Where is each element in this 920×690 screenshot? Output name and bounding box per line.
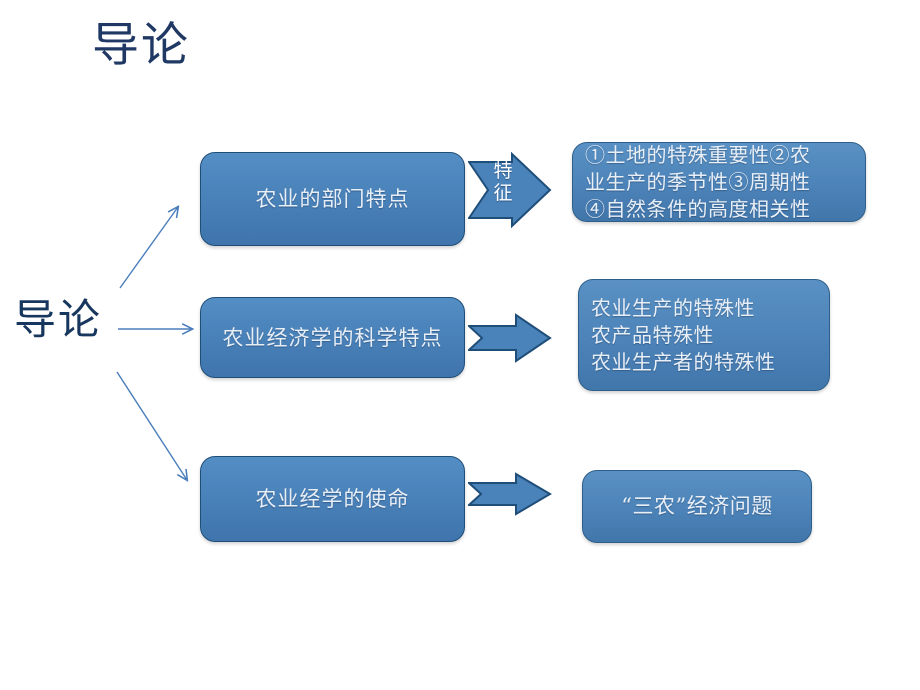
chevron-arrow-row3 (468, 472, 552, 516)
result-box-row3[interactable]: “三农”经济问题 (582, 470, 812, 543)
connector-line-row1 (119, 207, 178, 289)
topic-box-row1[interactable]: 农业的部门特点 (200, 152, 465, 246)
chevron-arrow-row1-char2: 征 (493, 182, 513, 204)
page-title: 导论 (92, 18, 190, 73)
result-box-row2[interactable]: 农业生产的特殊性 农产品特殊性 农业生产者的特殊性 (578, 279, 830, 391)
result-box-row3-line1: “三农”经济问题 (621, 494, 773, 518)
result-box-row1-line3: ④自然条件的高度相关性 (585, 196, 811, 221)
topic-box-row3-label: 农业经学的使命 (255, 487, 410, 511)
connector-line-row3 (116, 371, 187, 480)
topic-box-row2[interactable]: 农业经济学的科学特点 (200, 297, 465, 378)
topic-box-row2-label: 农业经济学的科学特点 (222, 325, 443, 350)
result-box-row1-line2: 业生产的季节性③周期性 (585, 169, 811, 194)
topic-box-row3[interactable]: 农业经学的使命 (200, 456, 465, 542)
root-node-label: 导论 (14, 295, 103, 344)
result-box-row2-line3: 农业生产者的特殊性 (591, 349, 776, 374)
result-box-row1-line1: ①土地的特殊重要性②农 (585, 142, 811, 167)
chevron-arrow-row1-char1: 特 (493, 160, 513, 182)
result-box-row1[interactable]: ①土地的特殊重要性②农 业生产的季节性③周期性 ④自然条件的高度相关性 (572, 142, 866, 222)
topic-box-row1-label: 农业的部门特点 (255, 187, 410, 211)
result-box-row2-line2: 农产品特殊性 (591, 322, 714, 347)
chevron-arrow-row1 (468, 152, 552, 228)
chevron-arrow-row1-label: 特 征 (492, 160, 514, 204)
chevron-arrow-row2 (468, 313, 552, 363)
result-box-row2-line1: 农业生产的特殊性 (591, 295, 755, 320)
